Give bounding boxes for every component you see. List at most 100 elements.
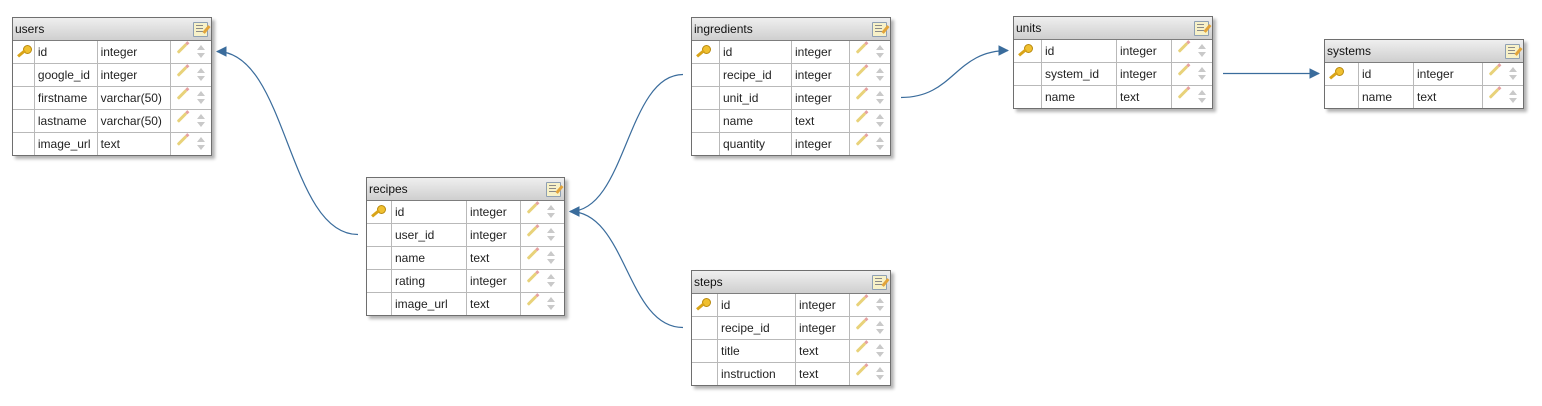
reorder-arrows-icon[interactable] xyxy=(1197,44,1207,58)
reorder-arrows-icon[interactable] xyxy=(196,91,206,105)
edit-pencil-icon[interactable] xyxy=(855,43,867,54)
relation-steps-recipe_id-to-recipes[interactable] xyxy=(568,206,684,329)
edit-pencil-icon[interactable] xyxy=(176,135,188,146)
reorder-arrows-icon[interactable] xyxy=(875,68,885,82)
reorder-arrows-icon[interactable] xyxy=(546,228,556,242)
reorder-arrows-icon[interactable] xyxy=(546,274,556,288)
reorder-arrows-icon[interactable] xyxy=(875,344,885,358)
table-header-systems[interactable]: systems xyxy=(1325,40,1523,63)
edit-pencil-icon[interactable] xyxy=(1177,88,1189,99)
reorder-arrows-icon[interactable] xyxy=(875,298,885,312)
reorder-arrows-icon[interactable] xyxy=(546,251,556,265)
reorder-arrows-icon[interactable] xyxy=(546,205,556,219)
edit-pencil-icon[interactable] xyxy=(855,365,867,376)
reorder-arrows-icon[interactable] xyxy=(1508,67,1518,81)
primary-key-icon xyxy=(370,205,388,219)
table-title: users xyxy=(15,22,45,36)
reorder-arrows-icon[interactable] xyxy=(196,45,206,59)
edit-pencil-icon[interactable] xyxy=(855,342,867,353)
reorder-arrows-icon[interactable] xyxy=(875,137,885,151)
edit-pencil-icon[interactable] xyxy=(176,43,188,54)
reorder-arrows-icon[interactable] xyxy=(1508,90,1518,104)
edit-pencil-icon[interactable] xyxy=(855,89,867,100)
column-type: integer xyxy=(98,41,172,63)
reorder-arrows-icon[interactable] xyxy=(1197,90,1207,104)
edit-table-icon[interactable] xyxy=(872,275,887,290)
edit-table-icon[interactable] xyxy=(546,182,561,197)
edit-table-icon[interactable] xyxy=(193,22,208,37)
edit-pencil-icon[interactable] xyxy=(1177,65,1189,76)
reorder-arrows-icon[interactable] xyxy=(875,367,885,381)
relation-recipes-user_id-to-users[interactable] xyxy=(215,46,359,236)
reorder-arrows-icon[interactable] xyxy=(546,297,556,311)
edit-pencil-icon[interactable] xyxy=(176,66,188,77)
reorder-arrows-icon[interactable] xyxy=(875,91,885,105)
edit-pencil-icon[interactable] xyxy=(526,272,538,283)
table-header-units[interactable]: units xyxy=(1014,17,1212,40)
edit-table-icon[interactable] xyxy=(1194,21,1209,36)
edit-pencil-icon[interactable] xyxy=(855,296,867,307)
reorder-arrows-icon[interactable] xyxy=(196,137,206,151)
edit-pencil-icon[interactable] xyxy=(176,112,188,123)
reorder-arrows-icon[interactable] xyxy=(196,68,206,82)
table-header-steps[interactable]: steps xyxy=(692,271,890,294)
edit-pencil-icon[interactable] xyxy=(526,249,538,260)
edit-pencil-icon[interactable] xyxy=(855,135,867,146)
edit-pencil-icon[interactable] xyxy=(1488,88,1500,99)
edit-pencil-icon[interactable] xyxy=(526,203,538,214)
edit-pencil-icon[interactable] xyxy=(1488,65,1500,76)
edit-table-icon[interactable] xyxy=(1505,44,1520,59)
edit-pencil-icon[interactable] xyxy=(855,319,867,330)
edit-pencil-icon[interactable] xyxy=(855,112,867,123)
reorder-arrows-icon[interactable] xyxy=(875,114,885,128)
column-name: name xyxy=(1359,86,1414,108)
edit-pencil-icon[interactable] xyxy=(176,89,188,100)
edit-pencil-icon[interactable] xyxy=(855,66,867,77)
edit-pencil-icon[interactable] xyxy=(526,295,538,306)
edit-pencil-icon[interactable] xyxy=(1177,42,1189,53)
table-header-users[interactable]: users xyxy=(13,18,211,41)
edit-table-icon[interactable] xyxy=(872,22,887,37)
table-header-ingredients[interactable]: ingredients xyxy=(692,18,890,41)
edit-pencil-icon[interactable] xyxy=(526,226,538,237)
key-cell xyxy=(367,293,392,315)
reorder-arrows-icon[interactable] xyxy=(875,321,885,335)
relation-ingredients-unit_id-to-units[interactable] xyxy=(900,45,1010,99)
table-header-recipes[interactable]: recipes xyxy=(367,178,564,201)
relation-ingredients-recipe_id-to-recipes[interactable] xyxy=(568,73,684,217)
reorder-arrows-icon[interactable] xyxy=(875,45,885,59)
reorder-arrows-icon[interactable] xyxy=(1197,67,1207,81)
reorder-arrows-icon[interactable] xyxy=(196,114,206,128)
table-title: steps xyxy=(694,275,723,289)
